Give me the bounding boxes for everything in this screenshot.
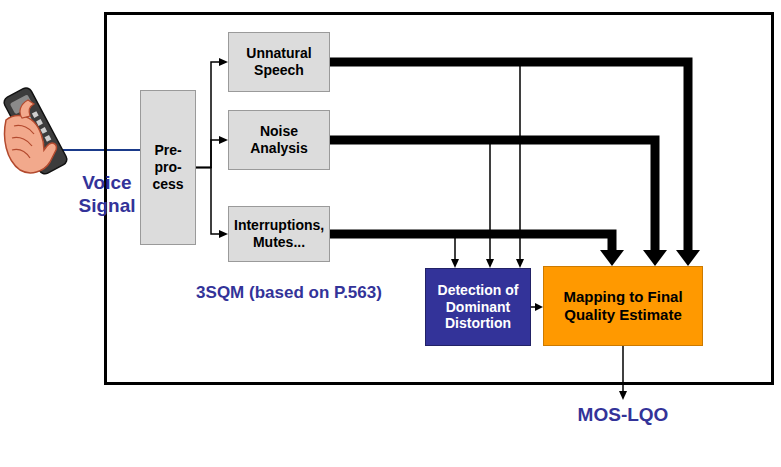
output-label: MOS-LQO bbox=[548, 404, 698, 427]
mapping-box: Mapping to Final Quality Estimate bbox=[543, 266, 703, 346]
feature-arrow bbox=[330, 234, 624, 266]
system-boundary: 3SQM (based on P.563) Pre- pro- cess Unnat… bbox=[104, 12, 774, 385]
dominance-arrow bbox=[531, 303, 543, 311]
output-arrow bbox=[619, 346, 627, 400]
analysis-box: Unnatural Speech bbox=[228, 32, 330, 92]
feature-arrow bbox=[330, 140, 667, 266]
system-title: 3SQM (based on P.563) bbox=[169, 283, 409, 303]
input-wire bbox=[52, 149, 141, 151]
tap-arrow bbox=[330, 140, 494, 268]
process-box: Pre- pro- cess bbox=[140, 90, 196, 245]
tap-arrow bbox=[330, 62, 524, 268]
box-label: Detection of Dominant Distortion bbox=[431, 282, 525, 332]
telephone-illustration bbox=[2, 86, 141, 176]
analysis-box: Noise Analysis bbox=[228, 110, 330, 170]
split-arrow bbox=[196, 168, 228, 239]
box-label: Unnatural Speech bbox=[234, 45, 324, 79]
feature-arrow bbox=[330, 62, 700, 266]
signal-label: Voice Signal bbox=[75, 172, 139, 218]
detection-box: Detection of Dominant Distortion bbox=[425, 268, 531, 346]
box-label: Pre- pro- cess bbox=[146, 142, 190, 192]
box-label: Noise Analysis bbox=[234, 123, 324, 157]
tap-arrow bbox=[330, 234, 459, 268]
split-arrow bbox=[196, 58, 228, 168]
analysis-box: Interruptions, Mutes... bbox=[228, 206, 330, 262]
box-label: Interruptions, Mutes... bbox=[234, 217, 324, 251]
box-label: Mapping to Final Quality Estimate bbox=[549, 288, 697, 324]
split-arrow bbox=[196, 136, 228, 168]
